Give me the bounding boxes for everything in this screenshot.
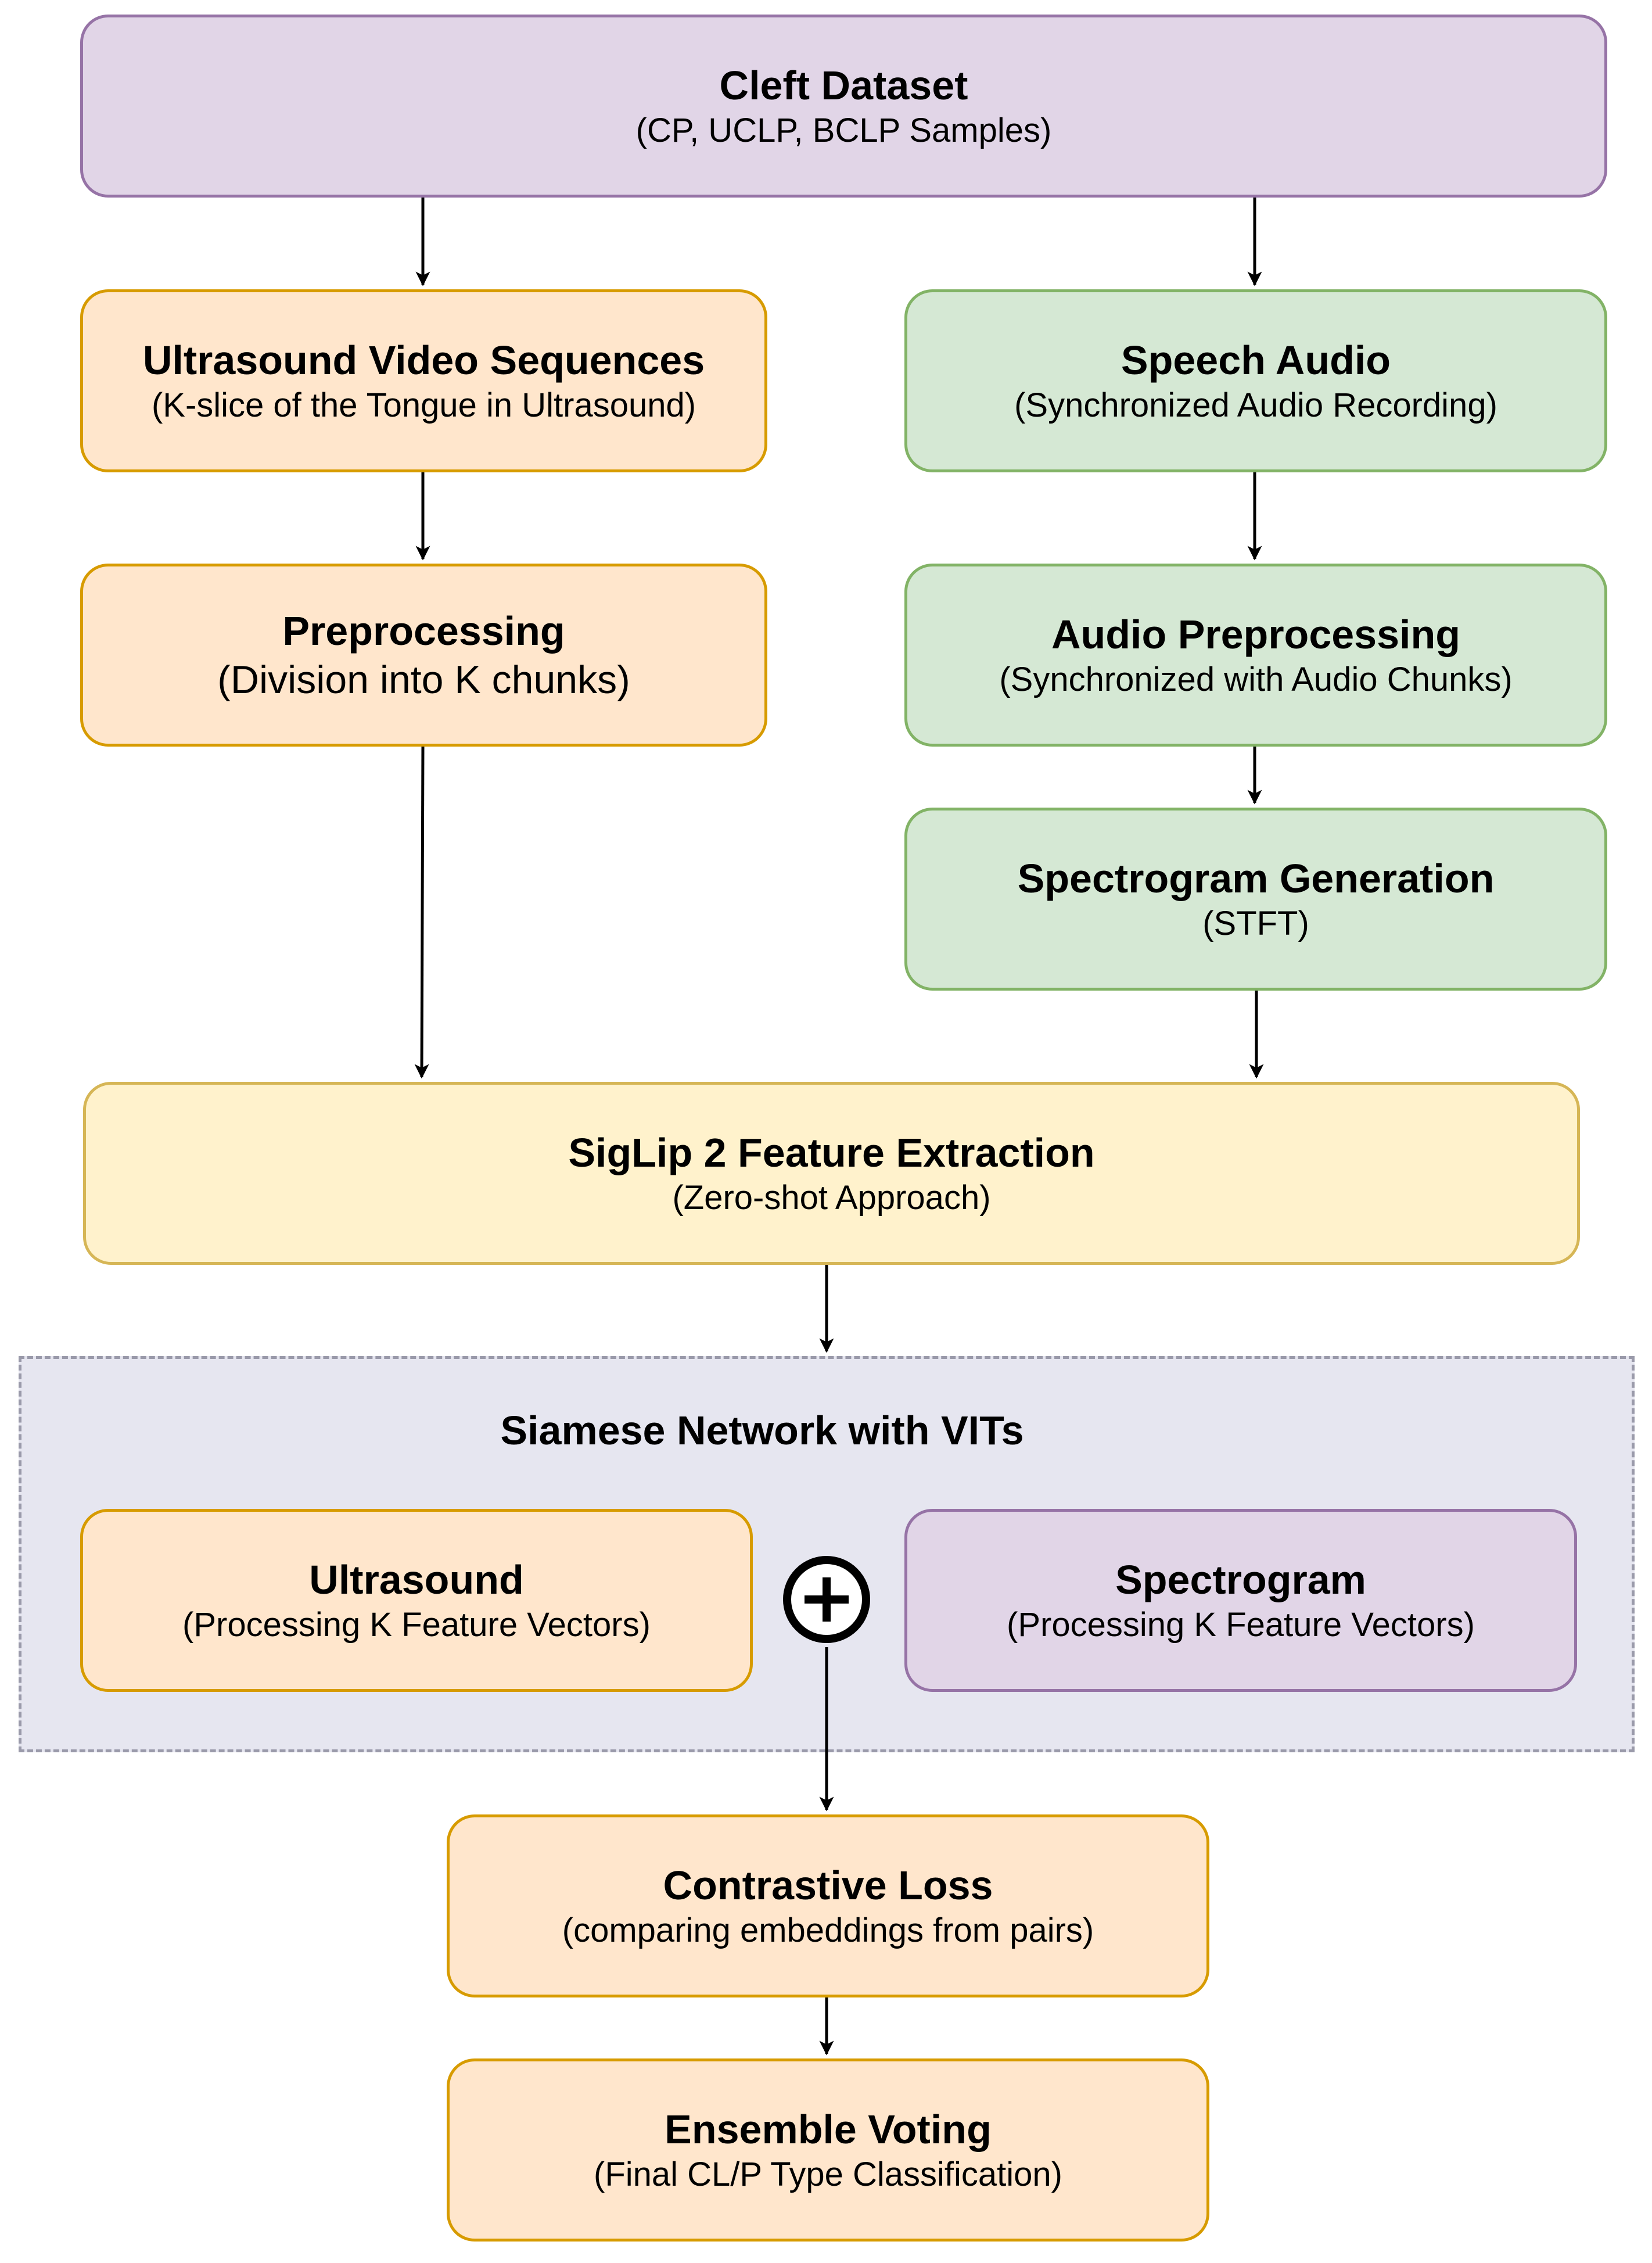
ensemble-voting-subtitle: (Final CL/P Type Classification) — [594, 2155, 1062, 2193]
siamese-network-title: Siamese Network with VITs — [500, 1408, 1024, 1453]
ultrasound-branch-subtitle: (Processing K Feature Vectors) — [182, 1605, 651, 1644]
cleft-dataset-subtitle: (CP, UCLP, BCLP Samples) — [635, 111, 1052, 149]
audio-preprocessing-title: Audio Preprocessing — [1051, 611, 1461, 657]
spectrogram-generation-subtitle: (STFT) — [1202, 904, 1309, 942]
contrastive-loss-title: Contrastive Loss — [663, 1862, 993, 1908]
audio-preprocessing-subtitle: (Synchronized with Audio Chunks) — [999, 660, 1513, 698]
ultrasound-video-subtitle: (K-slice of the Tongue in Ultrasound) — [151, 386, 696, 424]
ultrasound-video-node: Ultrasound Video Sequences (K-slice of t… — [80, 289, 767, 472]
ensemble-voting-node: Ensemble Voting (Final CL/P Type Classif… — [447, 2058, 1209, 2242]
ultrasound-branch-node: Ultrasound (Processing K Feature Vectors… — [80, 1509, 753, 1692]
speech-audio-subtitle: (Synchronized Audio Recording) — [1014, 386, 1497, 424]
spectrogram-generation-node: Spectrogram Generation (STFT) — [904, 808, 1607, 991]
audio-preprocessing-node: Audio Preprocessing (Synchronized with A… — [904, 564, 1607, 747]
arrow-preprocessing-to-siglip — [414, 746, 429, 1079]
ultrasound-video-title: Ultrasound Video Sequences — [142, 337, 705, 383]
cleft-dataset-title: Cleft Dataset — [719, 62, 968, 108]
speech-audio-node: Speech Audio (Synchronized Audio Recordi… — [904, 289, 1607, 472]
speech-audio-title: Speech Audio — [1121, 337, 1391, 383]
cleft-dataset-node: Cleft Dataset (CP, UCLP, BCLP Samples) — [80, 15, 1607, 198]
contrastive-loss-node: Contrastive Loss (comparing embeddings f… — [447, 1814, 1209, 1997]
spectrogram-branch-node: Spectrogram (Processing K Feature Vector… — [904, 1509, 1577, 1692]
preprocessing-title: Preprocessing — [282, 608, 565, 654]
circle-plus-icon — [783, 1556, 870, 1643]
spectrogram-branch-subtitle: (Processing K Feature Vectors) — [1007, 1605, 1475, 1644]
contrastive-loss-subtitle: (comparing embeddings from pairs) — [562, 1911, 1094, 1949]
siglip-title: SigLip 2 Feature Extraction — [568, 1129, 1095, 1175]
siglip-subtitle: (Zero-shot Approach) — [672, 1178, 991, 1217]
preprocessing-subtitle: (Division into K chunks) — [217, 657, 630, 702]
ensemble-voting-title: Ensemble Voting — [665, 2106, 992, 2152]
preprocessing-node: Preprocessing (Division into K chunks) — [80, 564, 767, 747]
ultrasound-branch-title: Ultrasound — [309, 1557, 524, 1602]
siglip-feature-extraction-node: SigLip 2 Feature Extraction (Zero-shot A… — [83, 1082, 1580, 1265]
spectrogram-branch-title: Spectrogram — [1115, 1557, 1366, 1602]
spectrogram-generation-title: Spectrogram Generation — [1017, 855, 1495, 901]
